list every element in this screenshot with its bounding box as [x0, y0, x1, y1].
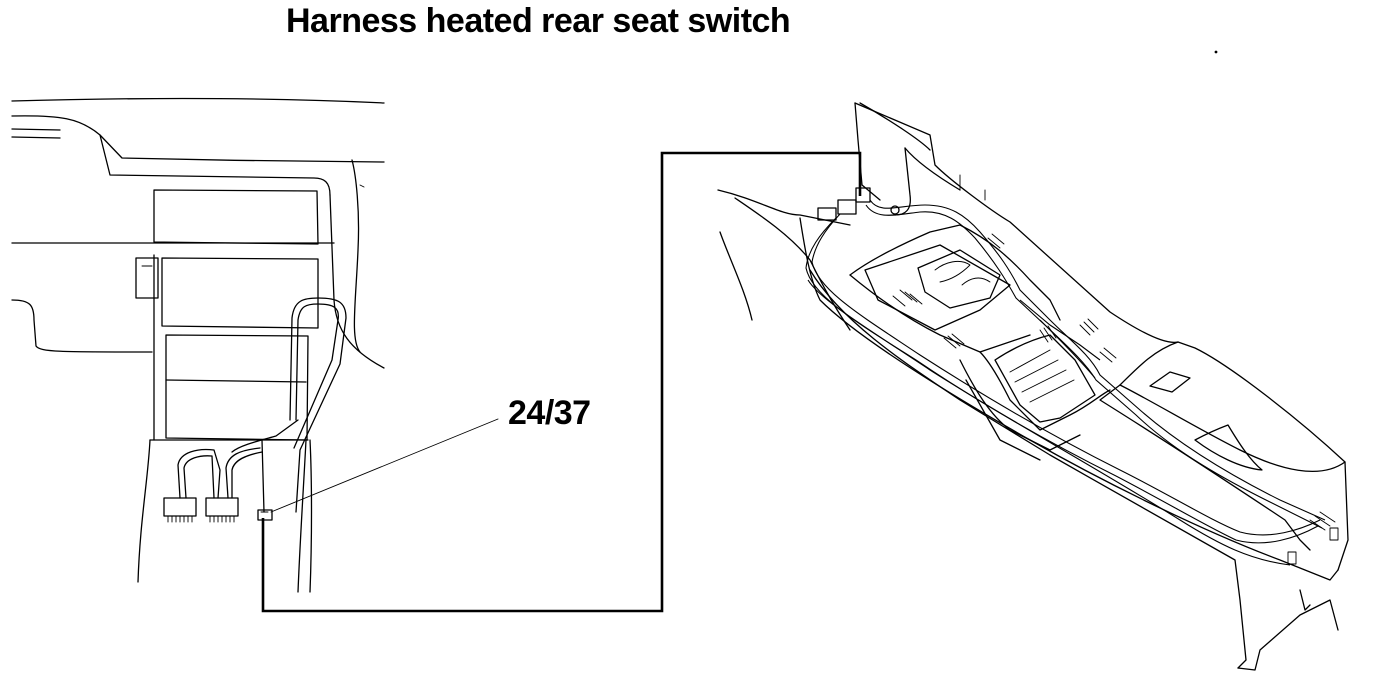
- callout-label: 24/37: [508, 394, 591, 432]
- stray-dot-mark: [1214, 50, 1218, 54]
- center-console-view: [717, 102, 1349, 671]
- diagram-title: Harness heated rear seat switch: [286, 2, 791, 40]
- dashboard-center-stack-view: [11, 97, 385, 593]
- callout-leader-line: [270, 418, 499, 513]
- connection-line: [261, 151, 862, 613]
